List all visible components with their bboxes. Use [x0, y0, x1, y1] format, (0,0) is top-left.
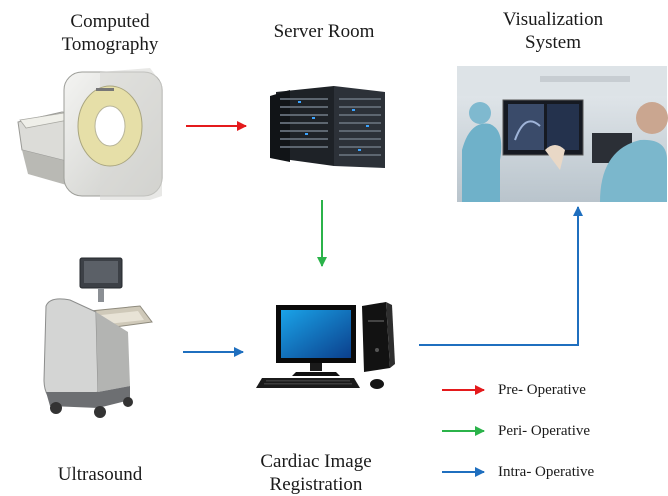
visualization-label-line2: System	[525, 32, 581, 53]
registration-label-line2: Registration	[269, 474, 363, 495]
visualization-label: Visualization System	[478, 8, 628, 54]
visualization-label-line1: Visualization	[502, 9, 604, 30]
registration-label-line1: Cardiac Image	[260, 451, 372, 472]
surgeons-display-icon	[457, 66, 668, 202]
ct-scanner-icon	[17, 68, 163, 200]
arrow-registration-to-visualization	[419, 206, 583, 346]
registration-label: Cardiac Image Registration	[236, 450, 396, 496]
server-rack-icon	[270, 86, 385, 168]
ct-label: Computed Tomography	[40, 10, 180, 56]
ct-label-line2: Tomography	[61, 34, 159, 55]
ct-label-line1: Computed	[70, 11, 150, 32]
server-room-label: Server Room	[273, 21, 375, 42]
legend-label-pre-operative: Pre- Operative	[498, 382, 586, 398]
ultrasound-machine-icon	[43, 257, 153, 418]
ultrasound-label: Ultrasound	[57, 464, 143, 485]
legend-label-peri-operative: Peri- Operative	[498, 423, 591, 439]
desktop-computer-icon	[256, 302, 395, 389]
legend-label-intra-operative: Intra- Operative	[498, 464, 595, 480]
